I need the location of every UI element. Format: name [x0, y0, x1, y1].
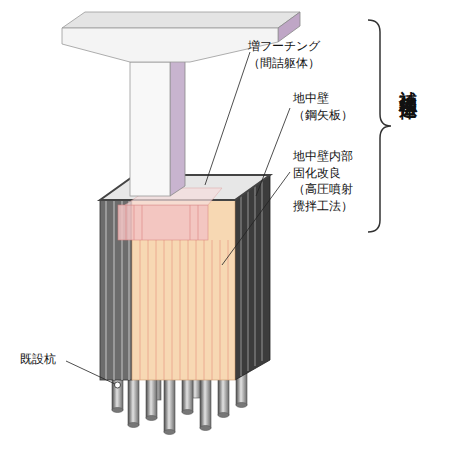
leader-line — [205, 52, 250, 185]
existing-footing — [118, 205, 208, 240]
part-label: 地中壁 （鋼矢板） — [293, 90, 358, 123]
cap-top — [62, 12, 300, 28]
pile-end — [200, 426, 211, 431]
pile-end — [236, 403, 247, 408]
footing-hatch — [126, 205, 198, 240]
part-label: 地中壁内部 固化改良 （高圧噴射 攪拌工法） — [293, 148, 358, 214]
leader-dot — [115, 382, 121, 388]
leader-lines — [66, 52, 290, 384]
pile-outline — [140, 240, 228, 380]
sheet-pile-ribs — [241, 181, 262, 376]
cap-front — [62, 28, 278, 62]
part-label: 増フーチング （間詰躯体） — [248, 38, 325, 71]
leader-line — [66, 361, 115, 384]
cap-side — [278, 12, 300, 42]
pile-end — [146, 416, 157, 421]
column-front — [130, 62, 170, 196]
group-label: 補強構造体 — [396, 76, 420, 91]
part-label: 既設杭 — [20, 351, 56, 368]
sheet-pile-side — [235, 175, 270, 380]
pile-end — [112, 408, 123, 413]
brace — [368, 20, 391, 232]
leader-line — [222, 172, 290, 265]
column-side — [170, 52, 185, 196]
pile-end — [182, 410, 193, 415]
leader-line — [256, 108, 290, 196]
pile-end — [128, 423, 139, 428]
pile-end — [218, 413, 229, 418]
pile-end — [164, 430, 175, 435]
